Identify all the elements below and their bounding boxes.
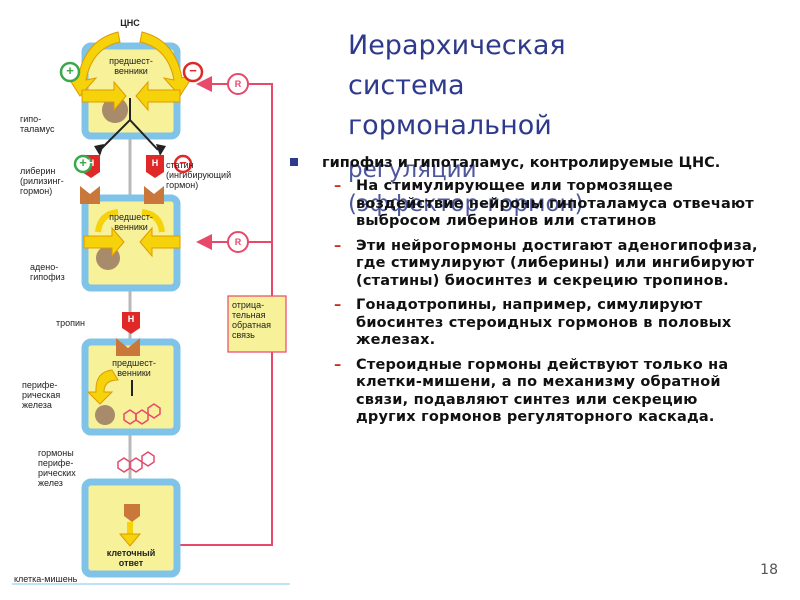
peripheral-precursors-label: предшест- венники bbox=[112, 358, 156, 378]
adeno-precursors-label: предшест- венники bbox=[109, 212, 153, 232]
hypothalamus-label: гипо- таламус bbox=[20, 114, 55, 134]
title-overlap-line-1: регуляции bbox=[348, 157, 477, 183]
diagram-graphics bbox=[12, 31, 290, 585]
receptor-r-middle: R bbox=[234, 237, 242, 247]
adenohypophysis-arrows bbox=[83, 209, 181, 258]
square-bullet-icon bbox=[290, 158, 298, 166]
tropin-marker bbox=[116, 312, 140, 356]
title-overlap-line-2: (эффектор-гормон) bbox=[348, 191, 584, 217]
sub-bullet-text: Эти нейрогормоны достигают аденогипофиза… bbox=[356, 237, 758, 289]
target-cell-label: клетка-мишень bbox=[14, 574, 78, 584]
adenohypophysis-label: адено- гипофиз bbox=[30, 262, 65, 282]
peripheral-gland-label: перифе- рическая железа bbox=[22, 380, 61, 410]
dash-bullet-icon: – bbox=[334, 237, 342, 254]
statin-minus-sign: − bbox=[179, 155, 187, 170]
dash-bullet-icon: – bbox=[334, 297, 342, 313]
statin-label: статин (ингибирующий гормон) bbox=[166, 160, 232, 190]
hormone-regulation-diagram: ЦНС предшест- венники гипо- таламус либе… bbox=[0, 0, 300, 600]
cns-label: ЦНС bbox=[120, 18, 140, 28]
cns-minus-sign: − bbox=[189, 63, 197, 78]
sub-bullet-text: На стимулирующее или тормозящее воздейст… bbox=[356, 178, 754, 229]
hypothalamus-arrows bbox=[81, 80, 181, 112]
liberin-h-label: H bbox=[87, 158, 95, 168]
circulating-steroid bbox=[117, 451, 155, 473]
main-bullet: гипофиз и гипоталамус, контролируемые ЦН… bbox=[290, 155, 760, 172]
main-bullet-text: гипофиз и гипоталамус, контролируемые ЦН… bbox=[322, 155, 721, 171]
receptor-circles bbox=[227, 73, 249, 253]
liberin-label: либерин (рилизинг- гормон) bbox=[20, 166, 64, 196]
receptor-r-top: R bbox=[234, 79, 242, 89]
hypothalamus-precursors-label: предшест- венники bbox=[109, 56, 153, 76]
cell-response-label: клеточный ответ bbox=[106, 548, 156, 568]
statin-h-label: H bbox=[151, 158, 159, 168]
dash-bullet-icon: – bbox=[334, 356, 342, 373]
slide-body: гипофиз и гипоталамус, контролируемые ЦН… bbox=[290, 155, 760, 434]
page-number: 18 bbox=[760, 562, 778, 578]
peripheral-arrows bbox=[86, 369, 161, 425]
title-line-1: Иерархическая bbox=[348, 30, 566, 61]
black-arrows bbox=[94, 98, 166, 156]
sub-bullet-list: – На стимулирующее или тормозящее воздей… bbox=[290, 178, 760, 427]
slide-title: Иерархическая система гормональной bbox=[348, 26, 648, 146]
title-line-3: гормональной bbox=[348, 110, 552, 141]
sub-bullet-text: Стероидные гормоны действуют только на к… bbox=[356, 356, 729, 426]
feedback-loop bbox=[150, 76, 287, 546]
dash-bullet-icon: – bbox=[334, 178, 342, 194]
sub-bullet-4: – Стероидные гормоны действуют только на… bbox=[334, 357, 760, 427]
cns-plus-sign: + bbox=[66, 63, 74, 78]
sub-bullet-3: – Гонадотропины, например, симулируют би… bbox=[334, 297, 760, 350]
title-line-2: система bbox=[348, 70, 465, 101]
sub-bullet-text: Гонадотропины, например, симулируют биос… bbox=[356, 297, 732, 348]
negative-feedback-label: отрица- тельная обратная связь bbox=[232, 300, 271, 340]
tropin-h-label: H bbox=[127, 314, 135, 324]
plus-minus-signs bbox=[59, 61, 204, 174]
target-response bbox=[118, 504, 142, 547]
title-overlap: регуляции (эффектор-гормон) bbox=[348, 153, 668, 221]
sub-bullet-1: – На стимулирующее или тормозящее воздей… bbox=[334, 178, 760, 231]
sub-bullet-2: – Эти нейрогормоны достигают аденогипофи… bbox=[334, 238, 760, 291]
tropin-label: тропин bbox=[56, 318, 86, 328]
feedback-label-box bbox=[227, 295, 287, 353]
peripheral-hormones-label: гормоны перифе- рических желез bbox=[38, 448, 76, 488]
liberin-plus-sign: + bbox=[79, 155, 87, 170]
